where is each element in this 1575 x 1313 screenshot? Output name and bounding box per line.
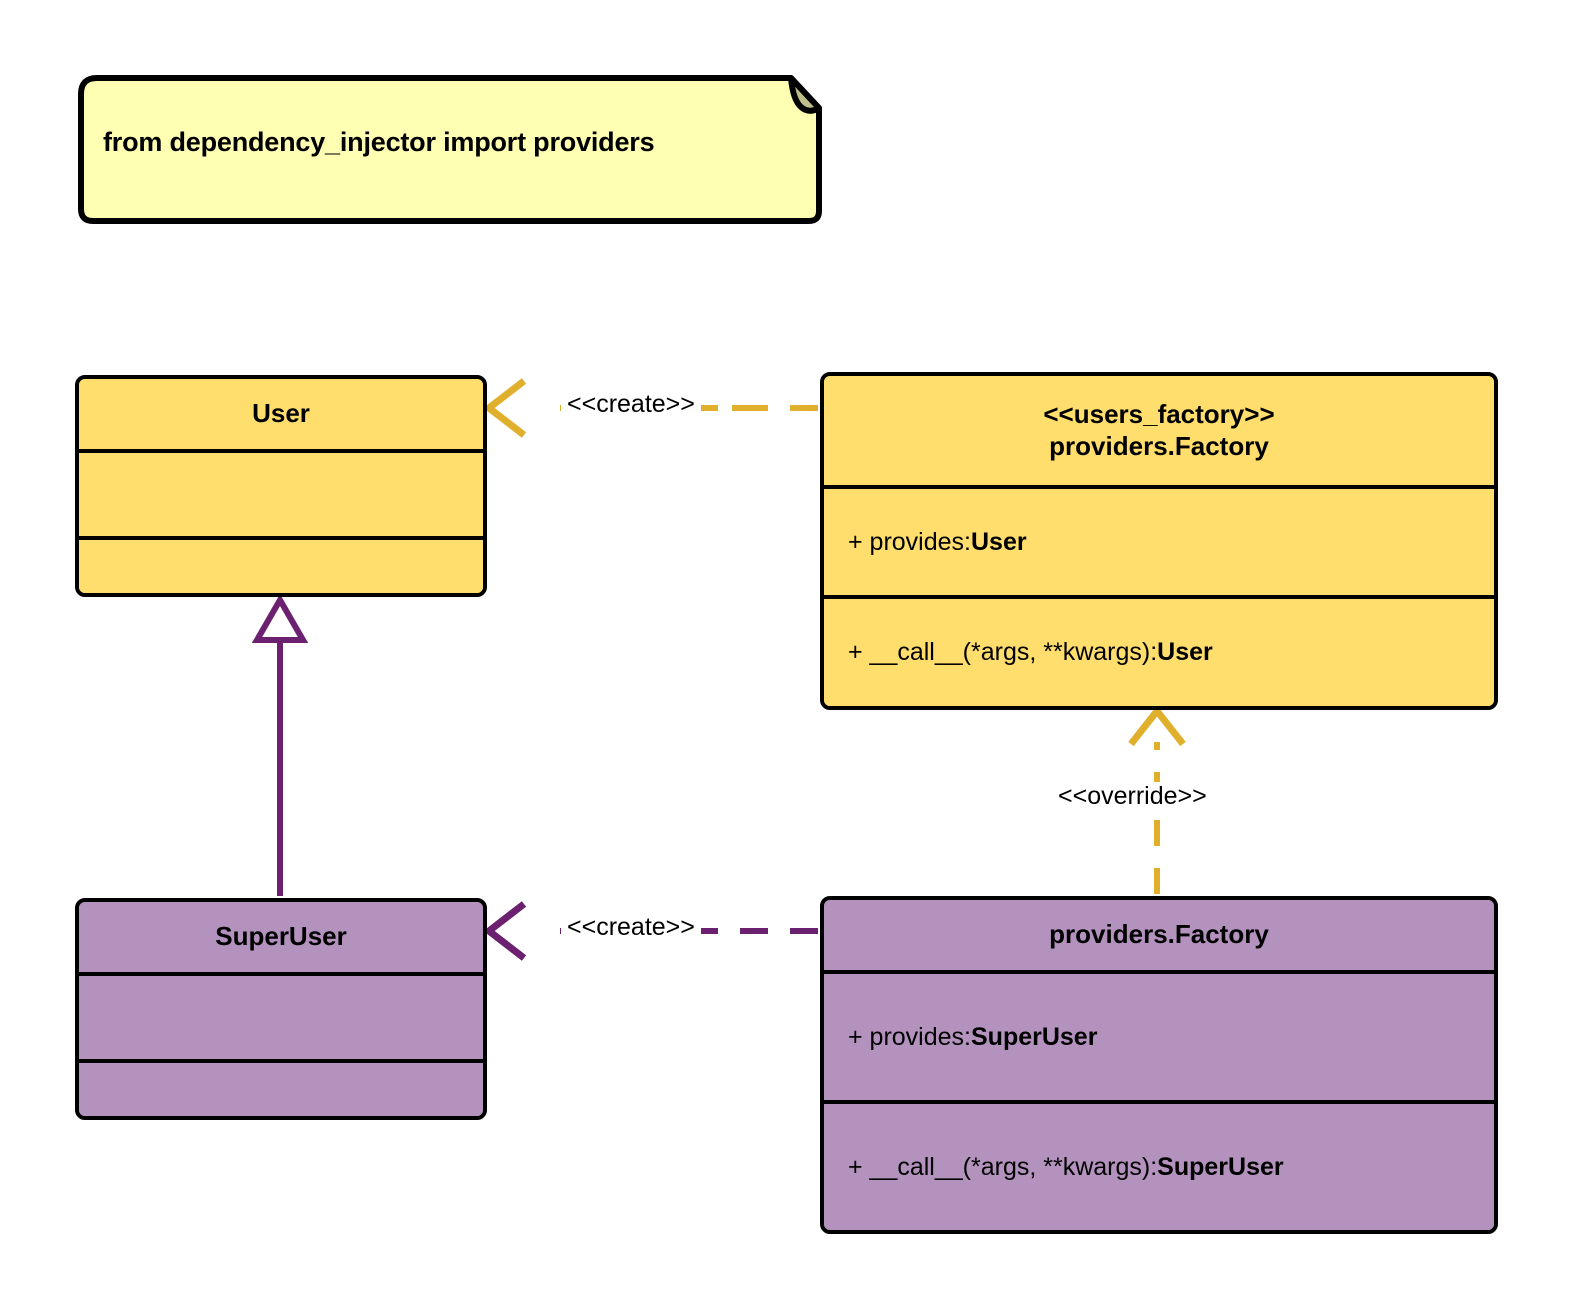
attribute-label: + provides: xyxy=(848,527,971,556)
method-row: + __call__(*args, **kwargs): SuperUser xyxy=(824,1104,1494,1230)
class-title-user: User xyxy=(79,379,483,449)
class-title-providers-factory: providers.Factory xyxy=(824,900,1494,970)
class-attributes-providers-factory: + provides: SuperUser xyxy=(824,970,1494,1100)
method-return-type: User xyxy=(1157,638,1213,666)
class-title-users-factory: <<users_factory>> providers.Factory xyxy=(824,376,1494,485)
edge-inheritance xyxy=(251,593,309,896)
class-methods-superuser xyxy=(79,1059,483,1116)
class-methods-users-factory: + __call__(*args, **kwargs): User xyxy=(824,595,1494,706)
class-box-user[interactable]: User xyxy=(75,375,487,597)
class-title-line: providers.Factory xyxy=(1049,430,1269,461)
edge-label-override: <<override>> xyxy=(1052,782,1213,811)
class-stereotype-line: <<users_factory>> xyxy=(1043,398,1275,429)
class-box-users-factory[interactable]: <<users_factory>> providers.Factory + pr… xyxy=(820,372,1498,710)
note-box: from dependency_injector import provider… xyxy=(75,72,825,227)
edge-label-create-bottom: <<create>> xyxy=(561,913,701,942)
class-title-line: providers.Factory xyxy=(1049,919,1269,950)
class-attributes-users-factory: + provides: User xyxy=(824,485,1494,595)
attribute-row: + provides: SuperUser xyxy=(824,974,1494,1100)
method-label: + __call__(*args, **kwargs): xyxy=(848,638,1158,666)
class-box-superuser[interactable]: SuperUser xyxy=(75,898,487,1120)
method-label: + __call__(*args, **kwargs): xyxy=(848,1152,1158,1181)
class-attributes-user xyxy=(79,449,483,536)
attribute-row: + provides: User xyxy=(824,489,1494,595)
class-title-superuser: SuperUser xyxy=(79,902,483,972)
class-title-line: SuperUser xyxy=(215,921,347,952)
class-box-providers-factory[interactable]: providers.Factory + provides: SuperUser … xyxy=(820,896,1498,1234)
class-methods-user xyxy=(79,536,483,593)
note-shape xyxy=(78,75,822,224)
attribute-type: User xyxy=(971,527,1027,556)
method-row: + __call__(*args, **kwargs): User xyxy=(824,599,1494,706)
attribute-label: + provides: xyxy=(848,1022,971,1051)
class-methods-providers-factory: + __call__(*args, **kwargs): SuperUser xyxy=(824,1100,1494,1230)
edge-label-create-top: <<create>> xyxy=(561,390,701,419)
attribute-type: SuperUser xyxy=(971,1022,1098,1051)
note-text: from dependency_injector import provider… xyxy=(103,127,655,157)
class-attributes-superuser xyxy=(79,972,483,1059)
class-title-line: User xyxy=(252,398,310,429)
method-return-type: SuperUser xyxy=(1157,1152,1284,1181)
